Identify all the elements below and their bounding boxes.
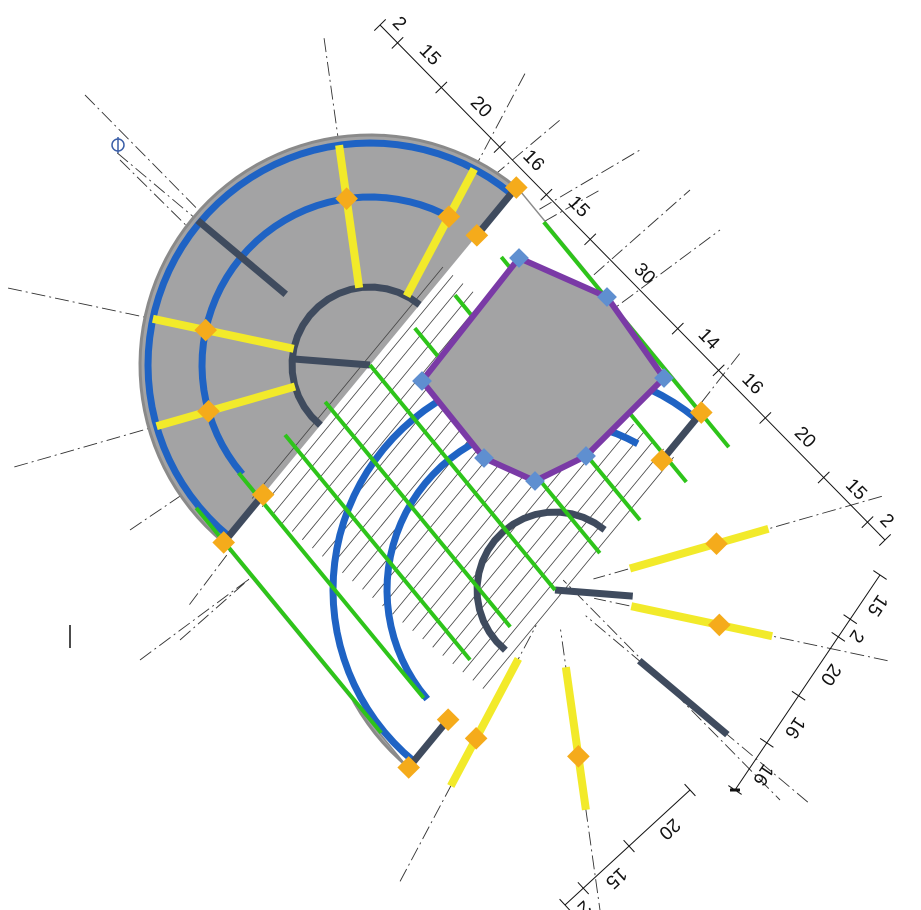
dimension-tick (435, 81, 448, 94)
dimension-tick (373, 19, 387, 31)
dimension-tick (831, 631, 846, 642)
tread-line (442, 423, 634, 656)
dimension-tick (843, 614, 858, 625)
opening-node-icon (474, 448, 494, 468)
opening-node-icon (597, 287, 617, 307)
dimension-label: 2 (388, 13, 410, 35)
column-node-icon (689, 401, 713, 424)
tread-line (281, 291, 474, 524)
column-node-icon (650, 449, 674, 472)
cut-beam (406, 717, 451, 770)
dimension-label: 2 (875, 510, 897, 532)
dimension-tick (540, 188, 553, 201)
radial-beam (403, 167, 478, 299)
dimension-tick (817, 471, 830, 484)
flight-beam (283, 433, 472, 662)
drawing-markers (69, 137, 740, 792)
core-ring-beam (288, 283, 422, 428)
opening-node-icon (576, 446, 596, 466)
dimension-tick (878, 534, 892, 546)
stair-opening (419, 255, 667, 484)
column-node-icon (567, 745, 590, 768)
dimension-label: 2 (573, 896, 595, 910)
cut-beam (221, 492, 266, 545)
radial-beam (447, 656, 522, 788)
column-node-icon (708, 613, 731, 637)
dimension-tick (759, 411, 772, 424)
radial-beam (561, 666, 590, 811)
column-node-icon (436, 708, 460, 731)
radial-beam (152, 314, 295, 353)
cut-beam (474, 185, 519, 238)
flight-beam (237, 471, 426, 700)
dimension-tick (873, 570, 887, 580)
opening-fill (422, 258, 664, 481)
dimension-tick (861, 516, 874, 529)
dimension-tick (671, 322, 684, 335)
dimension-lines (373, 19, 892, 910)
tread-line (261, 274, 454, 507)
radial-beam (155, 382, 297, 431)
dimension-tick (577, 881, 590, 895)
tread-line (291, 299, 484, 532)
dimension-tick (791, 690, 806, 701)
dimension-line (734, 574, 881, 791)
tread-line (251, 266, 444, 499)
opening-node-icon (654, 368, 674, 388)
dimension-label: 2 (845, 626, 868, 647)
dimension-line (379, 24, 886, 541)
core-spoke-beam (554, 586, 634, 600)
dimension-tick (584, 233, 597, 246)
dimension-line (564, 789, 691, 906)
dimension-tick (559, 898, 571, 910)
tread-line (482, 456, 674, 689)
dimension-tick (493, 141, 506, 154)
flight-beam (323, 400, 512, 629)
dimension-tick (712, 364, 725, 377)
core-spoke-beam (291, 355, 371, 369)
cut-beam (659, 410, 704, 463)
tread-line (271, 283, 464, 516)
opening-node-icon (412, 371, 432, 391)
opening-node-icon (525, 471, 545, 491)
flight-beam (368, 363, 557, 592)
dimension-tick (391, 36, 404, 49)
radial-beam (630, 602, 773, 641)
dimension-tick (623, 839, 635, 853)
dimension-tick (759, 737, 774, 748)
column-node-icon (464, 727, 488, 750)
column-nodes (194, 176, 731, 779)
radial-beam (335, 144, 364, 289)
column-node-icon (504, 176, 528, 199)
radial-beam-dark (195, 217, 288, 297)
radial-beam (628, 524, 770, 573)
tread-line (472, 448, 664, 681)
dimension-tick (684, 783, 696, 797)
column-node-icon (705, 532, 728, 556)
radial-beam-dark (637, 658, 730, 738)
column-node-icon (397, 756, 421, 779)
opening-edge (419, 255, 667, 484)
